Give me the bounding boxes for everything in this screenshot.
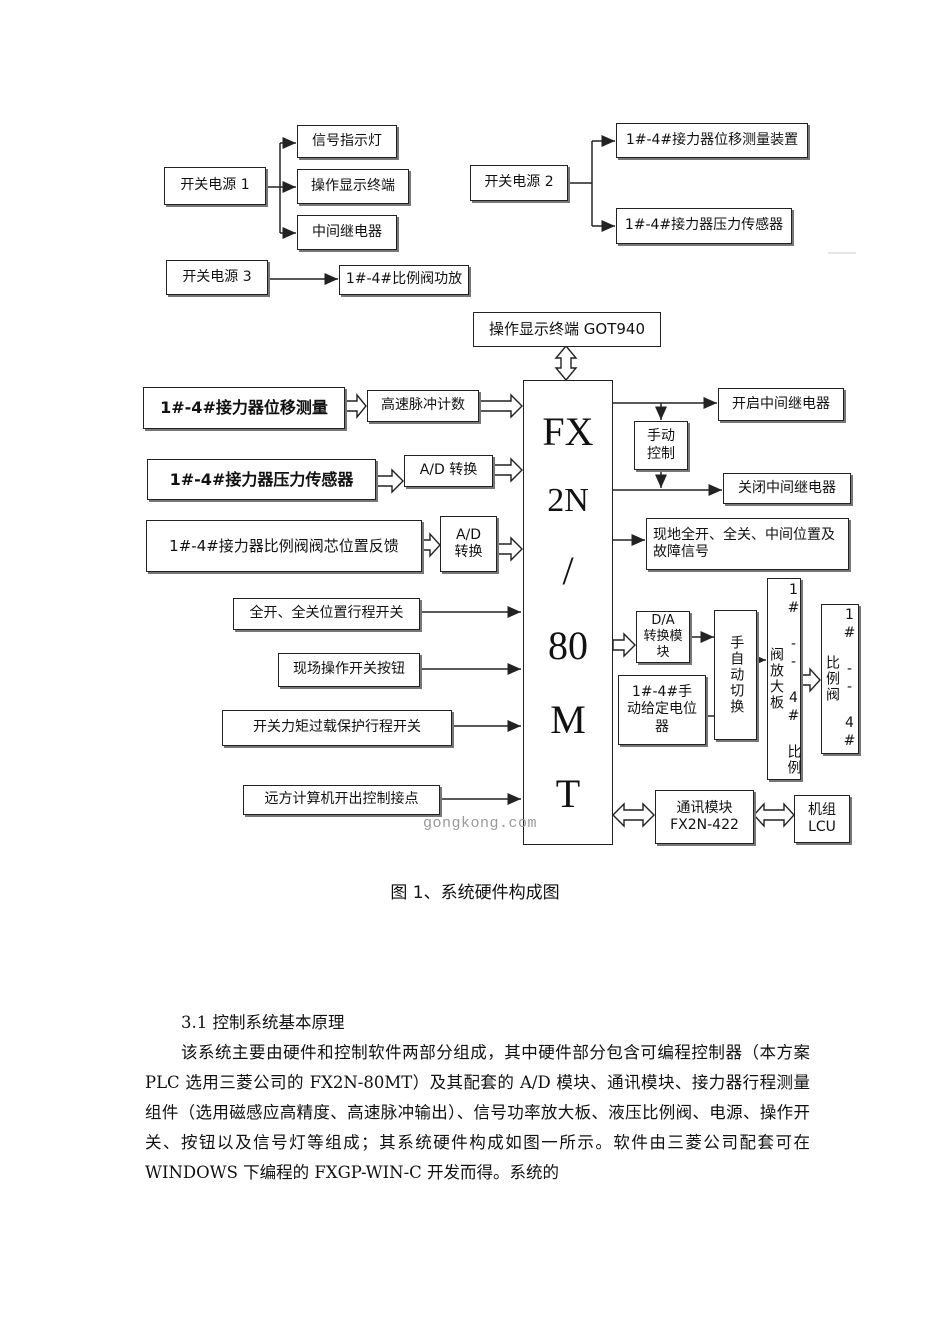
limit-switch-box: 全开、全关位置行程开关 [233, 598, 420, 630]
plc-line-6: T [555, 770, 581, 816]
section-heading: 3.1 控制系统基本原理 [181, 1013, 345, 1032]
figure-caption: 图 1、系统硬件构成图 [390, 883, 560, 903]
pressure-sensor-box: 1#-4#接力器压力传感器 [616, 208, 792, 244]
section-paragraph: 该系统主要由硬件和控制软件两部分组成，其中硬件部分包含可编程控制器（本方案 PL… [145, 1043, 810, 1182]
plc-fx2n-80mt-box: FX 2N / 80 M T [523, 380, 613, 845]
connector-lines [266, 135, 856, 828]
auto-switch-box: 手自动切换 [714, 610, 757, 740]
comm-module-box: 通讯模块 FX2N-422 [655, 790, 754, 844]
plc-line-1: FX [542, 409, 594, 455]
signal-lamp-box: 信号指示灯 [297, 125, 397, 158]
spool-feedback-box: 1#-4#接力器比例阀阀芯位置反馈 [146, 520, 422, 572]
amp-board-box: 1# -- 4# 比例阀放大板 [767, 578, 802, 780]
plc-line-5: M [550, 696, 586, 742]
remote-contact-box: 远方计算机开出控制接点 [243, 785, 440, 815]
signals-box: 现地全开、全关、中间位置及故障信号 [646, 518, 849, 570]
displacement-measure-box: 1#-4#接力器位移测量 [143, 387, 345, 429]
manual-pot-box: 1#-4#手动给定电位器 [618, 675, 706, 745]
open-relay-box: 开启中间继电器 [718, 388, 844, 421]
da-module-box: D/A 转换模块 [636, 611, 690, 663]
got940-box: 操作显示终端 GOT940 [473, 312, 661, 347]
close-relay-box: 关闭中间继电器 [723, 473, 851, 504]
operator-terminal-box: 操作显示终端 [297, 169, 409, 204]
ad-convert-1-box: A/D 转换 [404, 455, 493, 487]
ad-convert-2-box: A/D 转换 [440, 516, 497, 572]
plc-line-4: 80 [548, 622, 588, 668]
pressure-input-box: 1#-4#接力器压力传感器 [147, 459, 376, 500]
plc-line-2: 2N [547, 482, 589, 520]
hs-counter-box: 高速脉冲计数 [367, 390, 479, 422]
torque-switch-box: 开关力矩过载保护行程开关 [222, 710, 452, 746]
prop-valve-box: 1# -- 4# 比例阀 [821, 604, 859, 754]
body-text: 3.1 控制系统基本原理 该系统主要由硬件和控制软件两部分组成，其中硬件部分包含… [145, 1008, 810, 1188]
intermediate-relay-box: 中间继电器 [297, 215, 397, 250]
plc-line-3: / [562, 548, 574, 594]
psu2-box: 开关电源 2 [470, 165, 568, 201]
watermark: gongkong.com [423, 815, 538, 832]
psu3-box: 开关电源 3 [166, 260, 268, 295]
displacement-device-box: 1#-4#接力器位移测量装置 [616, 123, 808, 158]
hardware-diagram: 开关电源 1 信号指示灯 操作显示终端 中间继电器 开关电源 2 1#-4#接力… [143, 123, 859, 845]
lcu-box: 机组 LCU [794, 795, 850, 843]
psu1-box: 开关电源 1 [164, 167, 266, 205]
manual-control-box: 手动 控制 [634, 421, 688, 470]
local-button-box: 现场操作开关按钮 [278, 653, 420, 687]
amp-psu-box: 1#-4#比例阀功放 [339, 265, 469, 295]
